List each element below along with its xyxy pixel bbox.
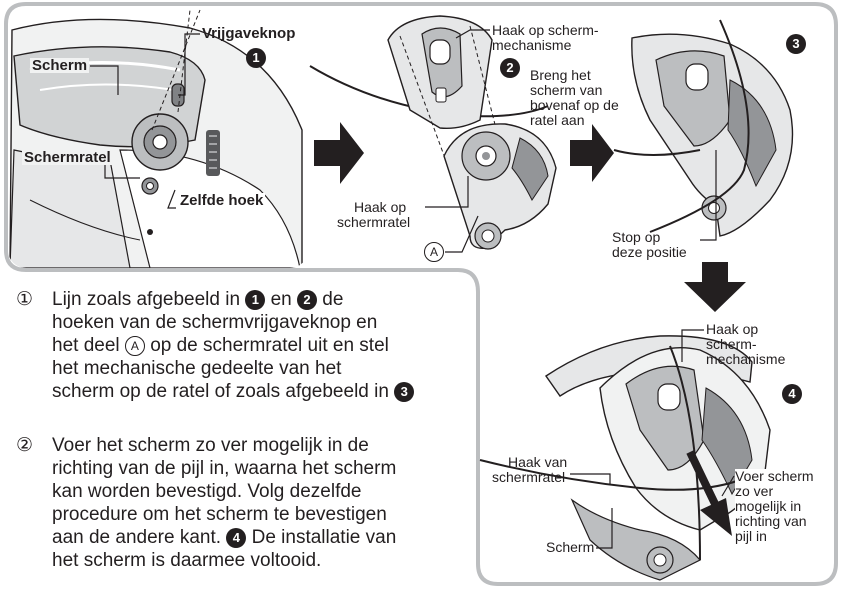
step-2-line-4: procedure om het scherm te bevestigen: [52, 503, 396, 526]
step-2-line-6: het scherm is daarmee voltooid.: [52, 549, 396, 572]
shield-label-top: Scherm: [30, 58, 89, 73]
shield-label-bottom: Scherm: [546, 540, 594, 555]
arrow-right-2: [570, 124, 614, 182]
insert-shield-text-line2: zo ver: [735, 484, 773, 499]
step-1-text: Lijn zoals afgebeeld in 1 en 2 de hoeken…: [52, 288, 414, 403]
hook-mechanism-label-line1: Haak op: [706, 322, 758, 337]
insert-shield-text-line1: Voer scherm: [735, 469, 814, 484]
shield-ratchet-label: Schermratel: [22, 150, 113, 165]
step-1-line-2: hoeken van de schermvrijgaveknop en: [52, 311, 414, 334]
arrow-right-1: [314, 122, 364, 184]
step-number-3-badge: 3: [786, 34, 806, 54]
step-1-line-1: Lijn zoals afgebeeld in 1 en 2 de: [52, 288, 414, 311]
hook-shield-mechanism-label-line1: Haak op scherm-: [492, 23, 599, 38]
release-button-label: Vrijgaveknop: [202, 26, 295, 41]
hook-ratchet-label-line2: schermratel: [337, 215, 410, 230]
step-number-4-badge: 4: [782, 384, 802, 404]
inline-badge-1: 1: [245, 290, 265, 310]
step-2-marker: ②: [16, 434, 33, 457]
bring-shield-text-line3: bovenaf op de: [530, 98, 619, 113]
stop-position-label-line1: Stop op: [612, 230, 660, 245]
insert-shield-text-line3: mogelijk in: [735, 499, 801, 514]
inline-badge-3: 3: [394, 382, 414, 402]
stop-position-label-line2: deze positie: [612, 245, 687, 260]
arrow-down: [684, 262, 746, 312]
same-angle-label: Zelfde hoek: [178, 193, 265, 208]
insert-shield-text-line4: richting van: [735, 514, 807, 529]
part-a-marker: A: [424, 242, 444, 262]
hook-shield-mechanism-label-line2: mechanisme: [492, 38, 571, 53]
inline-badge-2: 2: [297, 290, 317, 310]
step-1-line-5: scherm op de ratel of zoals afgebeeld in…: [52, 380, 414, 403]
step-1-line-3: het deel A op de schermratel uit en stel: [52, 334, 414, 357]
step-number-2-badge: 2: [500, 58, 520, 78]
step-2-text: Voer het scherm zo ver mogelijk in de ri…: [52, 434, 396, 572]
ratchet-hook-label-line1: Haak van: [508, 455, 567, 470]
step-1-line-4: het mechanische gedeelte van het: [52, 357, 414, 380]
insert-shield-text-line5: pijl in: [735, 529, 767, 544]
inline-part-a-marker: A: [125, 336, 145, 356]
stop-position-illustration: [614, 20, 793, 240]
ratchet-hook-label-line2: schermratel: [492, 470, 565, 485]
inline-badge-4: 4: [226, 528, 246, 548]
step-2-line-2: richting van de pijl in, waarna het sche…: [52, 457, 396, 480]
step-2-line-5: aan de andere kant. 4 De installatie van: [52, 526, 396, 549]
bring-shield-text-line1: Breng het: [530, 68, 591, 83]
bring-shield-text-line4: ratel aan: [530, 113, 584, 128]
step-2-line-3: kan worden bevestigd. Volg dezelfde: [52, 480, 396, 503]
hook-mechanism-label-line3: mechanisme: [706, 352, 785, 367]
step-2-line-1: Voer het scherm zo ver mogelijk in de: [52, 434, 396, 457]
step-1-marker: ①: [16, 288, 33, 311]
hook-ratchet-label-line1: Haak op: [354, 200, 406, 215]
step-number-1-badge: 1: [246, 48, 266, 68]
hook-mechanism-label-line2: scherm-: [706, 337, 757, 352]
bring-shield-text-line2: scherm van: [530, 83, 602, 98]
